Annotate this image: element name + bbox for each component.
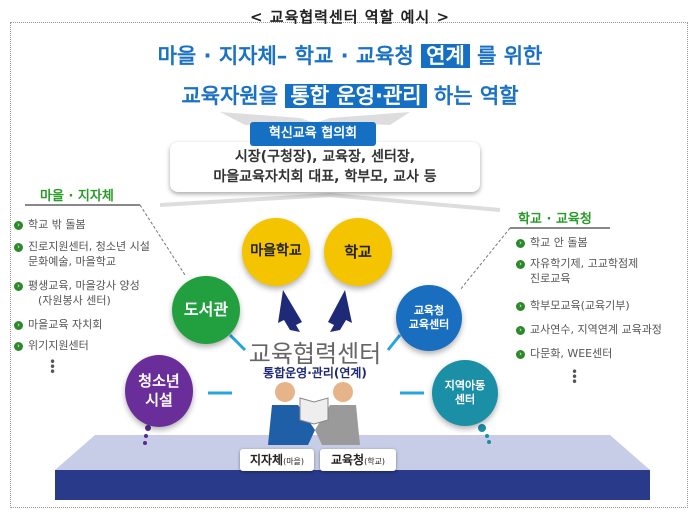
headline-highlight: 통합 운영·관리 bbox=[285, 84, 427, 108]
village-school-circle: 마을학교 bbox=[242, 218, 310, 286]
more-dots: ••• bbox=[49, 355, 57, 379]
list-item-cont: 문화예술, 마을학교 bbox=[28, 255, 116, 268]
left-heading: 마을 · 지자체 bbox=[40, 189, 114, 204]
bullet-icon: › bbox=[516, 259, 525, 269]
list-item: ›위기지원센터 bbox=[14, 339, 89, 353]
diagram-frame bbox=[10, 22, 688, 508]
list-item: ›교사연수, 지역연계 교육과정 bbox=[516, 323, 662, 337]
diagram-title: < 교육협력센터 역할 예시 > bbox=[249, 8, 451, 26]
bullet-icon: › bbox=[516, 325, 525, 335]
local-gov-label: 지자체(마을) bbox=[240, 449, 314, 471]
bullet-icon: › bbox=[14, 281, 23, 291]
bullet-icon: › bbox=[14, 341, 23, 351]
headline-line1: 마을 · 지자체– 학교 · 교육청 연계 를 위한 bbox=[0, 40, 700, 70]
bullet-icon: › bbox=[14, 320, 23, 330]
headline-text: 를 위한 bbox=[469, 44, 543, 68]
handshake-people bbox=[268, 382, 360, 445]
right-heading: 학교 · 교육청 bbox=[518, 212, 592, 227]
list-item-cont: 진로교육 bbox=[530, 272, 571, 285]
council-line: 시장(구청장), 교육장, 센터장, bbox=[234, 149, 416, 165]
list-item: ›평생교육, 마을강사 양성 bbox=[14, 279, 140, 293]
more-dots: ••• bbox=[571, 365, 579, 389]
center-title: 교육협력센터 bbox=[248, 340, 382, 368]
center-subtitle: 통합운영·관리(연계) bbox=[263, 366, 367, 380]
headline-text: 마을 · 지자체– 학교 · 교육청 bbox=[157, 44, 422, 68]
bullet-icon: › bbox=[14, 220, 23, 230]
school-circle: 학교 bbox=[324, 218, 392, 286]
headline-highlight: 연계 bbox=[421, 44, 470, 68]
library-circle: 도서관 bbox=[172, 276, 240, 344]
headline-line2: 교육자원을 통합 운영·관리 하는 역할 bbox=[0, 80, 700, 110]
bullet-icon: › bbox=[516, 349, 525, 359]
council-line: 마을교육자치회 대표, 학부모, 교사 등 bbox=[213, 169, 437, 185]
bullet-icon: › bbox=[516, 301, 525, 311]
list-item: ›학부모교육(교육기부) bbox=[516, 299, 630, 313]
edu-office-label: 교육청(학교) bbox=[320, 449, 396, 471]
arrows bbox=[278, 290, 352, 332]
headline-text: 하는 역할 bbox=[426, 84, 519, 108]
council-members: 시장(구청장), 교육장, 센터장, 마을교육자치회 대표, 학부모, 교사 등 bbox=[170, 142, 480, 192]
council-tag: 혁신교육 협의회 bbox=[250, 122, 376, 146]
headline-text: 교육자원을 bbox=[181, 84, 286, 108]
list-item: ›학교 밖 돌봄 bbox=[14, 218, 86, 232]
list-item: ›마을교육 자치회 bbox=[14, 318, 102, 332]
list-item: ›학교 안 돌봄 bbox=[516, 236, 588, 250]
list-item-cont: (자원봉사 센터) bbox=[38, 294, 111, 307]
list-item: ›자유학기제, 고교학점제 bbox=[516, 257, 638, 271]
bullet-icon: › bbox=[14, 242, 23, 252]
bullet-icon: › bbox=[516, 238, 525, 248]
list-item: ›다문화, WEE센터 bbox=[516, 347, 612, 361]
list-item: ›진로지원센터, 청소년 시설 bbox=[14, 240, 150, 254]
